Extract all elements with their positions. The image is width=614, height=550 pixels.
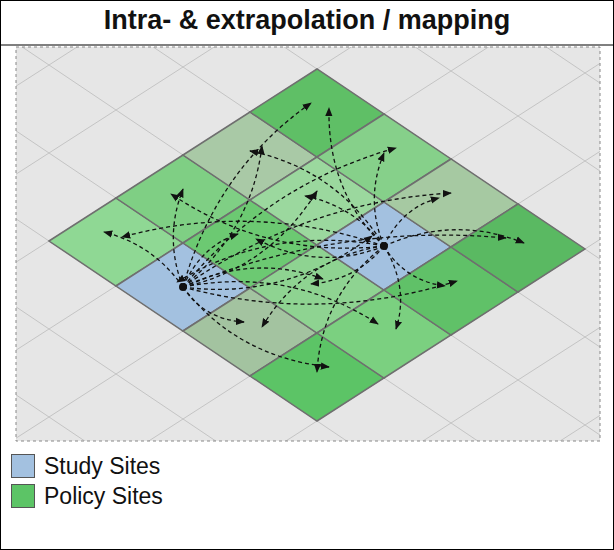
transfer-arrow bbox=[183, 193, 451, 287]
transfer-arrow bbox=[250, 151, 384, 246]
grid-line bbox=[16, 47, 600, 441]
grid-line bbox=[16, 96, 518, 441]
transfer-arrow bbox=[384, 230, 524, 246]
title-rule bbox=[1, 45, 613, 46]
transfer-arrow bbox=[317, 246, 384, 372]
transfer-arrow bbox=[374, 153, 384, 246]
transfer-arrow bbox=[183, 191, 317, 287]
grid-line bbox=[16, 47, 600, 441]
site-point bbox=[179, 283, 187, 291]
legend-swatch bbox=[11, 454, 35, 478]
transfer-arrow bbox=[122, 221, 384, 246]
transfer-arrow bbox=[329, 108, 384, 246]
figure-title: Intra- & extrapolation / mapping bbox=[1, 5, 613, 36]
grid-line bbox=[16, 47, 600, 441]
transfer-arrow bbox=[262, 246, 384, 327]
grid-line bbox=[16, 47, 600, 441]
grid-line bbox=[16, 47, 600, 441]
grid-line bbox=[16, 47, 600, 441]
map-extent bbox=[16, 47, 600, 441]
grid-line bbox=[16, 47, 600, 441]
grid-line bbox=[16, 47, 600, 441]
grid-line bbox=[16, 47, 600, 441]
transfer-arrow bbox=[384, 198, 439, 246]
transfer-arrow bbox=[183, 235, 506, 287]
grid-line bbox=[183, 175, 600, 441]
transfer-arrow bbox=[183, 103, 311, 287]
legend-label: Policy Sites bbox=[44, 483, 163, 510]
grid-line bbox=[116, 47, 600, 394]
legend-row: Policy Sites bbox=[11, 483, 163, 509]
transfer-arrow bbox=[183, 287, 244, 322]
transfer-arrow bbox=[183, 281, 457, 304]
transfer-arrow bbox=[171, 194, 384, 248]
legend-swatch bbox=[11, 484, 35, 508]
transfer-arrow bbox=[104, 232, 183, 287]
site-point bbox=[380, 242, 388, 250]
transfer-arrow bbox=[173, 189, 183, 287]
grid-line bbox=[16, 53, 585, 441]
transfer-arrow bbox=[183, 146, 262, 287]
legend-label: Study Sites bbox=[44, 453, 160, 480]
grid-line bbox=[16, 47, 600, 441]
transfer-arrow bbox=[384, 246, 445, 286]
transfer-arrow bbox=[256, 239, 384, 257]
grid-line bbox=[16, 47, 600, 441]
grid-line bbox=[16, 47, 600, 441]
policy-site-cell bbox=[451, 204, 585, 292]
transfer-arrow bbox=[311, 246, 384, 284]
transfer-arrow bbox=[183, 287, 329, 367]
legend-row: Study Sites bbox=[11, 453, 160, 479]
transfer-arrow bbox=[305, 196, 384, 246]
grid-line bbox=[49, 47, 600, 437]
